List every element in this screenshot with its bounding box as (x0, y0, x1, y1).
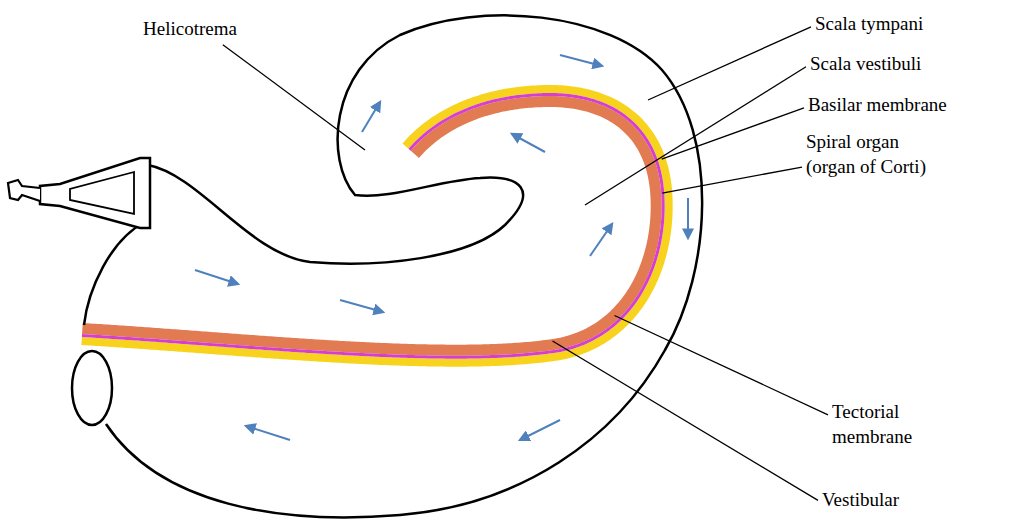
round-window (72, 351, 112, 425)
flow-arrow (362, 102, 380, 132)
cochlea-wall (106, 15, 702, 517)
membrane-layer (82, 93, 665, 359)
part-label: Tectorial membrane (832, 400, 921, 449)
flow-arrow (340, 300, 383, 312)
cochlea-wall (84, 222, 145, 325)
flow-arrow (246, 426, 290, 440)
flow-arrow (590, 224, 612, 256)
leader-lines (223, 27, 828, 501)
leader-line (662, 108, 804, 159)
part-label: Scala tympani (815, 12, 923, 37)
leader-line (553, 341, 818, 500)
leader-line (585, 67, 806, 205)
part-label: Spiral organ (organ of Corti) (806, 130, 937, 179)
flow-arrow (195, 270, 238, 284)
leader-line (648, 27, 811, 100)
leader-line (662, 167, 802, 193)
membrane-layer (82, 96, 662, 356)
flow-arrow (512, 134, 545, 152)
flow-arrow (687, 198, 689, 238)
band-guide (82, 95, 663, 357)
leader-line (615, 315, 828, 414)
part-label: Vestibular (822, 488, 899, 513)
membrane-band (81, 85, 672, 367)
stapes-bone (70, 172, 134, 214)
stapes-bone (8, 180, 40, 201)
flow-arrow (520, 420, 560, 440)
part-label: Scala vestibuli (810, 52, 921, 77)
stapes-bone (8, 158, 150, 228)
stapes-bone (40, 158, 150, 228)
membrane-layer (81, 85, 672, 367)
flow-arrow (560, 55, 602, 66)
flow-arrows (195, 55, 688, 440)
part-label: Basilar membrane (808, 93, 947, 118)
part-label: Helicotrema (143, 17, 237, 42)
leader-line (223, 45, 365, 150)
